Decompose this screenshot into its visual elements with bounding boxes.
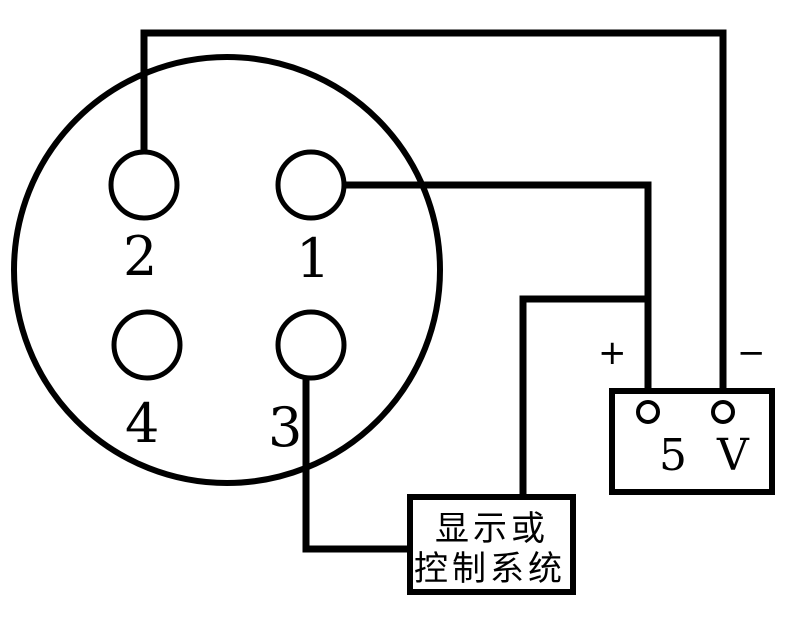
- power-supply-label: 5 V: [659, 430, 757, 481]
- pin-3: [275, 309, 347, 381]
- control-system-line2: 控制系统: [414, 549, 566, 589]
- pin-label-2: 2: [123, 225, 157, 288]
- negative-terminal: [711, 400, 735, 424]
- control-system-box: [407, 494, 576, 595]
- wire-pin2-to-negative: [140, 29, 727, 408]
- positive-label: +: [598, 333, 627, 373]
- pin-4: [111, 309, 183, 381]
- wire-pin3-to-control: [302, 374, 414, 553]
- connector-outline: [11, 54, 443, 486]
- pin-1: [275, 149, 347, 221]
- negative-label: −: [737, 333, 766, 373]
- pin-2: [108, 149, 180, 221]
- pin-label-1: 1: [296, 227, 330, 290]
- control-system-line1: 显示或: [435, 509, 549, 549]
- wire-pin1-to-positive: [340, 181, 652, 408]
- pin-label-4: 4: [125, 392, 159, 455]
- positive-terminal: [636, 400, 660, 424]
- wire-positive-to-control: [519, 295, 652, 501]
- pin-label-3: 3: [268, 396, 302, 459]
